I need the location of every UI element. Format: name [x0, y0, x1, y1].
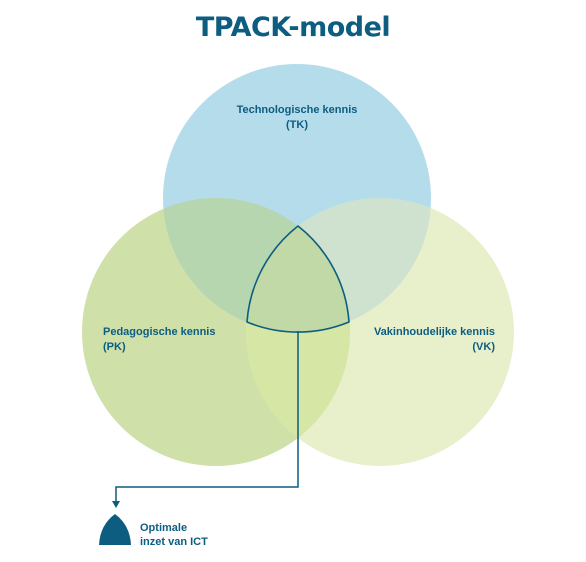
tk-label: Technologische kennis — [237, 104, 358, 116]
pk-label: Pedagogische kennis — [103, 326, 215, 338]
legend-line-1: Optimale — [140, 522, 187, 534]
overlap-center — [246, 198, 350, 332]
vk-abbr: (VK) — [472, 341, 495, 353]
tk-abbr: (TK) — [286, 119, 308, 131]
connector-line — [115, 331, 299, 503]
diagram-title: TPACK-model — [195, 12, 391, 43]
arrow-head-icon — [112, 501, 120, 508]
pk-abbr: (PK) — [103, 341, 126, 353]
vk-label: Vakinhoudelijke kennis — [374, 326, 495, 338]
legend-line-2: inzet van ICT — [140, 536, 208, 548]
optimal-ict-icon — [99, 514, 131, 545]
